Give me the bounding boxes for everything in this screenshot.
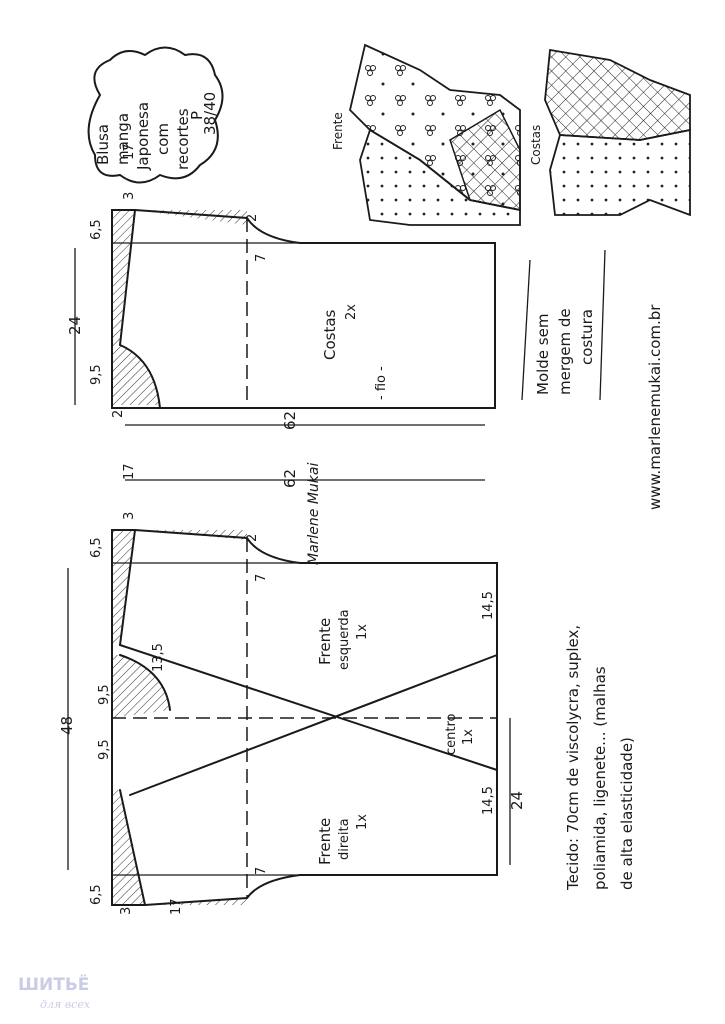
svg-text:de alta elasticidade): de alta elasticidade) — [618, 737, 636, 890]
svg-text:38/40: 38/40 — [201, 92, 219, 135]
svg-text:3: 3 — [119, 907, 134, 915]
svg-text:mergem de: mergem de — [556, 308, 574, 395]
website-link[interactable]: www.marlenemukai.com.br — [646, 304, 664, 510]
svg-text:P: P — [188, 111, 206, 120]
title-text: Blusa manga Japonesa com recortes P 38/4… — [94, 92, 219, 171]
svg-text:62: 62 — [281, 411, 299, 430]
svg-text:esquerda: esquerda — [337, 609, 352, 670]
svg-text:14,5: 14,5 — [481, 591, 496, 620]
svg-text:62: 62 — [281, 469, 299, 488]
front-sketch: Frente — [331, 43, 521, 226]
svg-text:costura: costura — [578, 309, 596, 365]
svg-text:poliamida, ligenete... (malhas: poliamida, ligenete... (malhas — [591, 666, 609, 890]
svg-text:для всех: для всех — [40, 998, 91, 1011]
svg-text:6,5: 6,5 — [89, 219, 104, 240]
svg-text:7: 7 — [254, 867, 269, 875]
watermark: ШИТЬЁ для всех — [18, 973, 91, 1011]
svg-text:17: 17 — [122, 143, 137, 160]
title-cloud: Blusa manga Japonesa com recortes P 38/4… — [87, 46, 224, 184]
svg-text:com: com — [154, 123, 172, 155]
svg-text:6,5: 6,5 — [89, 884, 104, 905]
svg-text:14,5: 14,5 — [481, 786, 496, 815]
svg-text:Blusa: Blusa — [94, 124, 112, 165]
svg-text:9,5: 9,5 — [97, 739, 112, 760]
front-left-name: Frente — [316, 618, 334, 665]
svg-text:2: 2 — [245, 214, 260, 222]
back-sketch-label: Costas — [529, 125, 543, 165]
signature: Marlene Mukai — [306, 463, 322, 565]
svg-text:17: 17 — [169, 898, 184, 915]
svg-text:Tecido: 70cm de viscolycra, su: Tecido: 70cm de viscolycra, suplex, — [564, 625, 582, 891]
svg-text:9,5: 9,5 — [89, 364, 104, 385]
svg-text:48: 48 — [58, 716, 76, 735]
svg-text:direita: direita — [337, 818, 352, 860]
svg-text:1x: 1x — [461, 729, 476, 745]
svg-text:24: 24 — [508, 791, 526, 810]
svg-text:9,5: 9,5 — [97, 684, 112, 705]
back-piece: 6,5 3 17 2 7 24 9,5 2 62 Costas 2x - fio… — [66, 143, 496, 430]
center-name: centro — [444, 713, 459, 755]
svg-text:13,5: 13,5 — [151, 643, 166, 672]
fabric-note: Tecido: 70cm de viscolycra, suplex, poli… — [564, 625, 636, 891]
svg-text:Japonesa: Japonesa — [134, 102, 152, 171]
svg-text:6,5: 6,5 — [89, 537, 104, 558]
front-piece: 6,5 3 17 2 7 48 9,5 9,5 13,5 14,5 14,5 2… — [58, 463, 526, 915]
svg-text:manga: manga — [114, 113, 132, 165]
front-sketch-label: Frente — [331, 112, 345, 150]
svg-text:7: 7 — [254, 254, 269, 262]
svg-text:recortes: recortes — [174, 108, 192, 170]
svg-text:24: 24 — [66, 316, 84, 335]
svg-text:7: 7 — [254, 574, 269, 582]
front-right-name: Frente — [316, 818, 334, 865]
svg-text:ШИТЬЁ: ШИТЬЁ — [18, 973, 89, 995]
svg-text:2x: 2x — [344, 304, 359, 320]
svg-text:Molde sem: Molde sem — [534, 314, 552, 395]
grain-line: - fio - — [374, 366, 389, 400]
back-sketch: Costas — [529, 48, 691, 217]
svg-text:3: 3 — [122, 192, 137, 200]
svg-text:17: 17 — [122, 463, 137, 480]
svg-text:3: 3 — [122, 512, 137, 520]
seam-allowance-note: Molde sem mergem de costura — [521, 249, 606, 401]
svg-text:1x: 1x — [355, 814, 370, 830]
svg-text:2: 2 — [245, 534, 260, 542]
svg-text:1x: 1x — [355, 624, 370, 640]
svg-text:2: 2 — [111, 410, 126, 418]
back-piece-name: Costas — [321, 309, 339, 360]
